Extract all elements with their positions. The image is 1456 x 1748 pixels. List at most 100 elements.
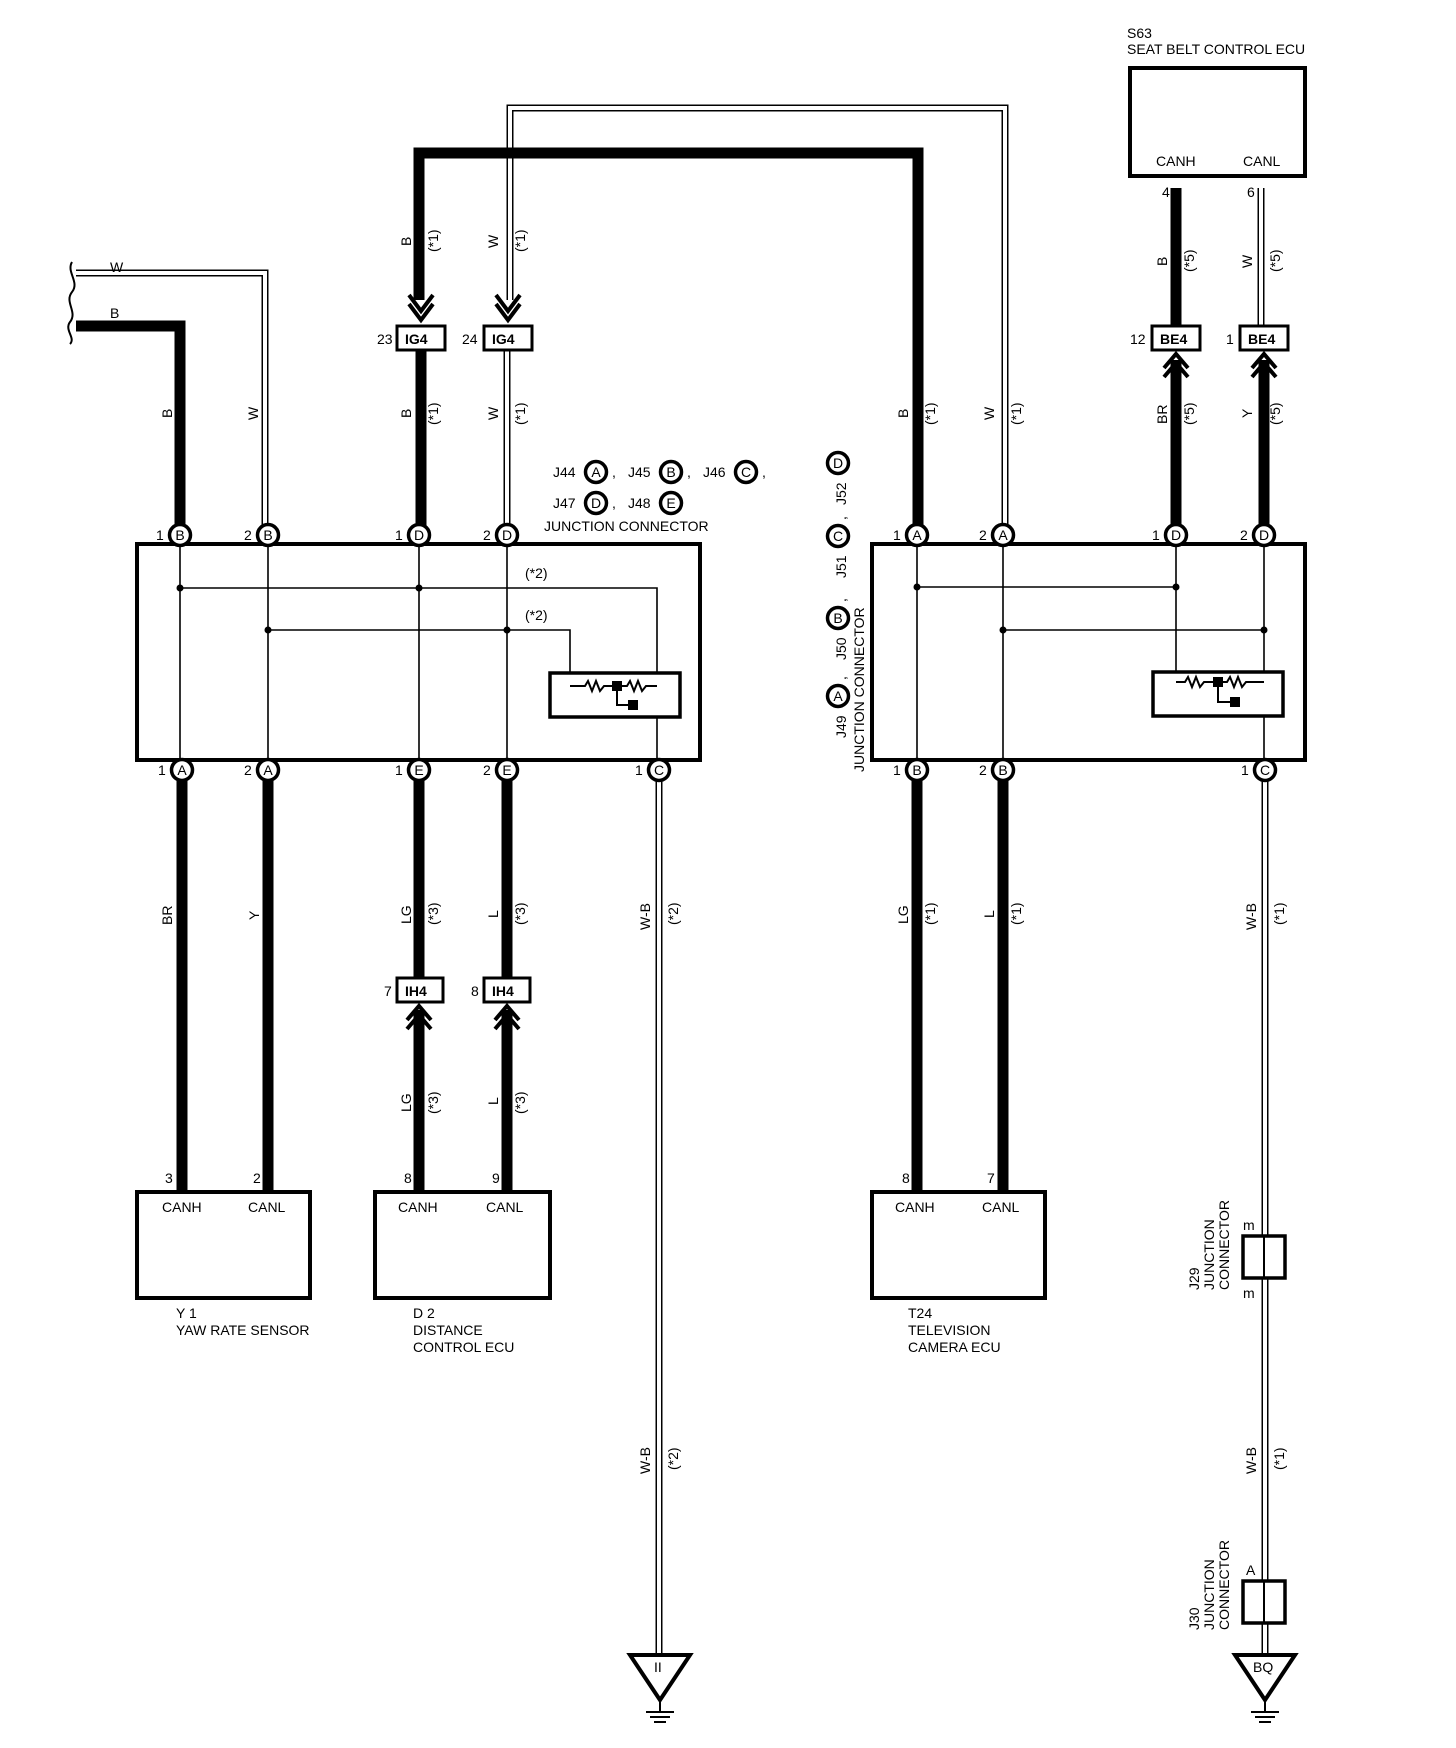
wire-labels: W B B W B (*1) W (*1) B (*1) W (*1) B (*… (110, 229, 1287, 1474)
svg-text:A: A (833, 688, 843, 704)
svg-text:E: E (666, 495, 675, 511)
ground-left-label: II (654, 1659, 662, 1675)
ground-left: II (626, 1653, 694, 1723)
wire-label: (*3) (512, 1091, 528, 1114)
s63-num-h: 4 (1162, 184, 1170, 200)
junction-right-title: JUNCTION CONNECTOR (851, 607, 867, 772)
pin-letter-badge: B (904, 757, 930, 783)
wire-label: W-B (1243, 1447, 1259, 1474)
t24-pin-canh: CANH (895, 1199, 935, 1215)
pin-number: 1 (156, 527, 164, 543)
d2-num-h: 8 (404, 1170, 412, 1186)
wire-label: Y (246, 910, 262, 920)
pin-number: 2 (979, 762, 987, 778)
separator: , (833, 598, 849, 602)
d2-code: D 2 (413, 1305, 435, 1321)
pin-letter-badge: D (1251, 522, 1277, 548)
pin-letter-badge: B (990, 757, 1016, 783)
d2-pin-canh: CANH (398, 1199, 438, 1215)
ground-right: BQ (1231, 1653, 1299, 1723)
pin-letter-badge: D (494, 522, 520, 548)
junction-box-left: (*2) (*2) (135, 542, 702, 762)
j29-pin-bot: m (1243, 1285, 1255, 1301)
pin-letter-badge: E (494, 757, 520, 783)
separator: , (833, 676, 849, 680)
wire-label: W (1239, 254, 1255, 268)
pin-letter-badge: B (167, 522, 193, 548)
t24-code: T24 (908, 1305, 932, 1321)
pin-number: 1 (635, 762, 643, 778)
svg-text:D: D (1171, 527, 1181, 543)
d2-name2: CONTROL ECU (413, 1339, 514, 1355)
junction-code: J50 (833, 637, 849, 660)
svg-text:B: B (833, 610, 842, 626)
junction-letter-badge: C (733, 459, 759, 485)
ground-right-label: BQ (1253, 1659, 1273, 1675)
pin-letter-badge: E (406, 757, 432, 783)
wire-label: (*5) (1181, 249, 1197, 272)
pin-number: 2 (244, 762, 252, 778)
ig4-23-code: IG4 (405, 331, 428, 347)
wire-label: W-B (637, 903, 653, 930)
pin-number: 2 (244, 527, 252, 543)
wire-label: (*2) (665, 902, 681, 925)
svg-text:A: A (912, 527, 922, 543)
junction-code: J47 (553, 495, 576, 511)
pin-number: 1 (893, 762, 901, 778)
pin-number: 2 (483, 527, 491, 543)
junction-letter-badge: E (658, 490, 684, 516)
wire-label: W (981, 406, 997, 420)
wire-label: (*1) (922, 902, 938, 925)
pin-letter-badge: D (1163, 522, 1189, 548)
svg-text:D: D (414, 527, 424, 543)
y1-num-h: 3 (165, 1170, 173, 1186)
svg-text:B: B (175, 527, 184, 543)
thin-wires (76, 104, 1269, 1655)
junction-code: J52 (833, 482, 849, 505)
wire-label: (*3) (512, 902, 528, 925)
svg-text:C: C (741, 464, 751, 480)
t24-num-h: 8 (902, 1170, 910, 1186)
be4-1-code: BE4 (1248, 331, 1275, 347)
wire-label: B (398, 409, 414, 418)
j29-junction-connector: m m J29 JUNCTION CONNECTOR (1186, 1200, 1287, 1301)
wire-label: L (981, 910, 997, 918)
be4-12-code: BE4 (1160, 331, 1187, 347)
svg-text:A: A (591, 464, 601, 480)
s63-pin-canl: CANL (1243, 153, 1281, 169)
j30-junction-connector: A J30 JUNCTION CONNECTOR (1186, 1540, 1287, 1630)
wire-label: (*1) (512, 402, 528, 425)
pin-number: 2 (483, 762, 491, 778)
junction-code: J45 (628, 464, 651, 480)
wire-label: L (485, 910, 501, 918)
junction-code: J48 (628, 495, 651, 511)
ig4-24-code: IG4 (492, 331, 515, 347)
wire-label: (*1) (512, 229, 528, 252)
separator: , (833, 516, 849, 520)
pin-number: 1 (395, 527, 403, 543)
svg-text:B: B (912, 762, 921, 778)
d2-name1: DISTANCE (413, 1322, 483, 1338)
pin-letter-badge: C (1252, 757, 1278, 783)
s63-seat-belt-ecu: S63 SEAT BELT CONTROL ECU CANH CANL 4 6 (1127, 25, 1307, 200)
t24-pin-canl: CANL (982, 1199, 1020, 1215)
j30-line2: CONNECTOR (1216, 1540, 1232, 1630)
junction-box-right (870, 542, 1307, 762)
y1-num-l: 2 (253, 1170, 261, 1186)
wire-label: B (159, 409, 175, 418)
j29-line1: JUNCTION (1201, 1219, 1217, 1290)
j30-pin-top: A (1246, 1562, 1256, 1578)
svg-text:A: A (177, 762, 187, 778)
d2-distance-control-ecu: CANH CANL 8 9 D 2 DISTANCE CONTROL ECU (373, 1170, 552, 1355)
y1-code: Y 1 (176, 1305, 197, 1321)
junction-left-note2: (*2) (525, 607, 548, 623)
t24-name1: TELEVISION (908, 1322, 990, 1338)
j29-pin-top: m (1243, 1217, 1255, 1233)
j29-code: J29 (1186, 1267, 1202, 1290)
d2-num-l: 9 (492, 1170, 500, 1186)
t24-television-camera-ecu: CANH CANL 8 7 T24 TELEVISION CAMERA ECU (870, 1170, 1047, 1355)
junction-code: J49 (833, 715, 849, 738)
be4-12-num: 12 (1130, 331, 1146, 347)
